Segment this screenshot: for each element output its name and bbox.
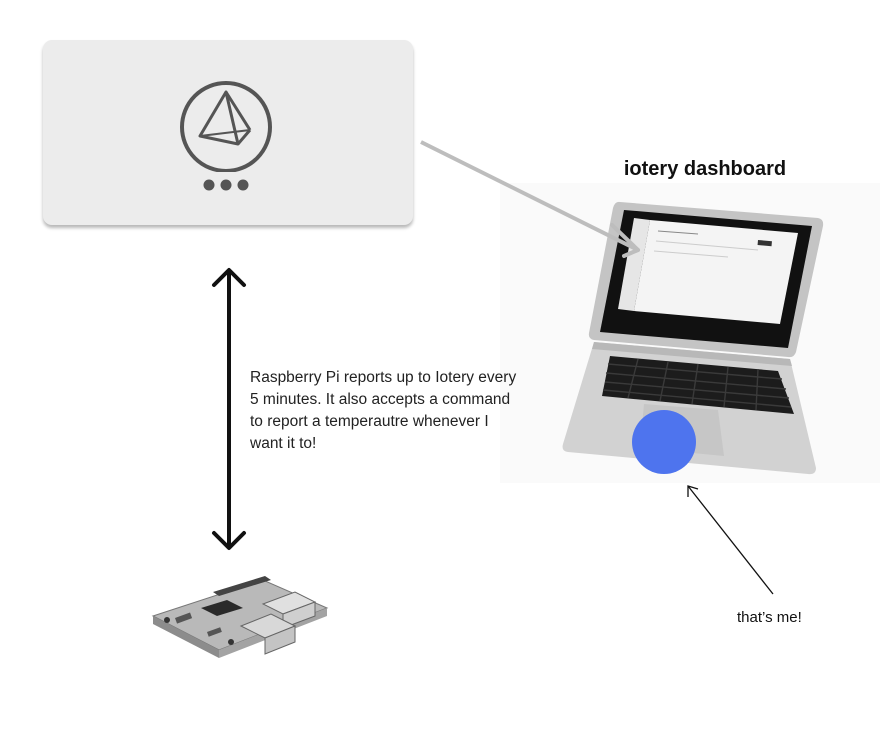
- iotery-card: [43, 40, 413, 225]
- me-label: that’s me!: [737, 609, 802, 626]
- me-pointer-arrow: [687, 485, 774, 595]
- pi-description-text: Raspberry Pi reports up to Iotery every …: [250, 369, 517, 452]
- me-indicator-dot: [632, 410, 696, 474]
- iotery-logo-icon: [180, 81, 272, 191]
- iotery-to-dashboard-arrow: [420, 140, 640, 258]
- iotery-pi-double-arrow: [212, 268, 246, 550]
- dashboard-title: iotery dashboard: [623, 158, 787, 180]
- raspberry-pi-board-icon: [151, 576, 329, 658]
